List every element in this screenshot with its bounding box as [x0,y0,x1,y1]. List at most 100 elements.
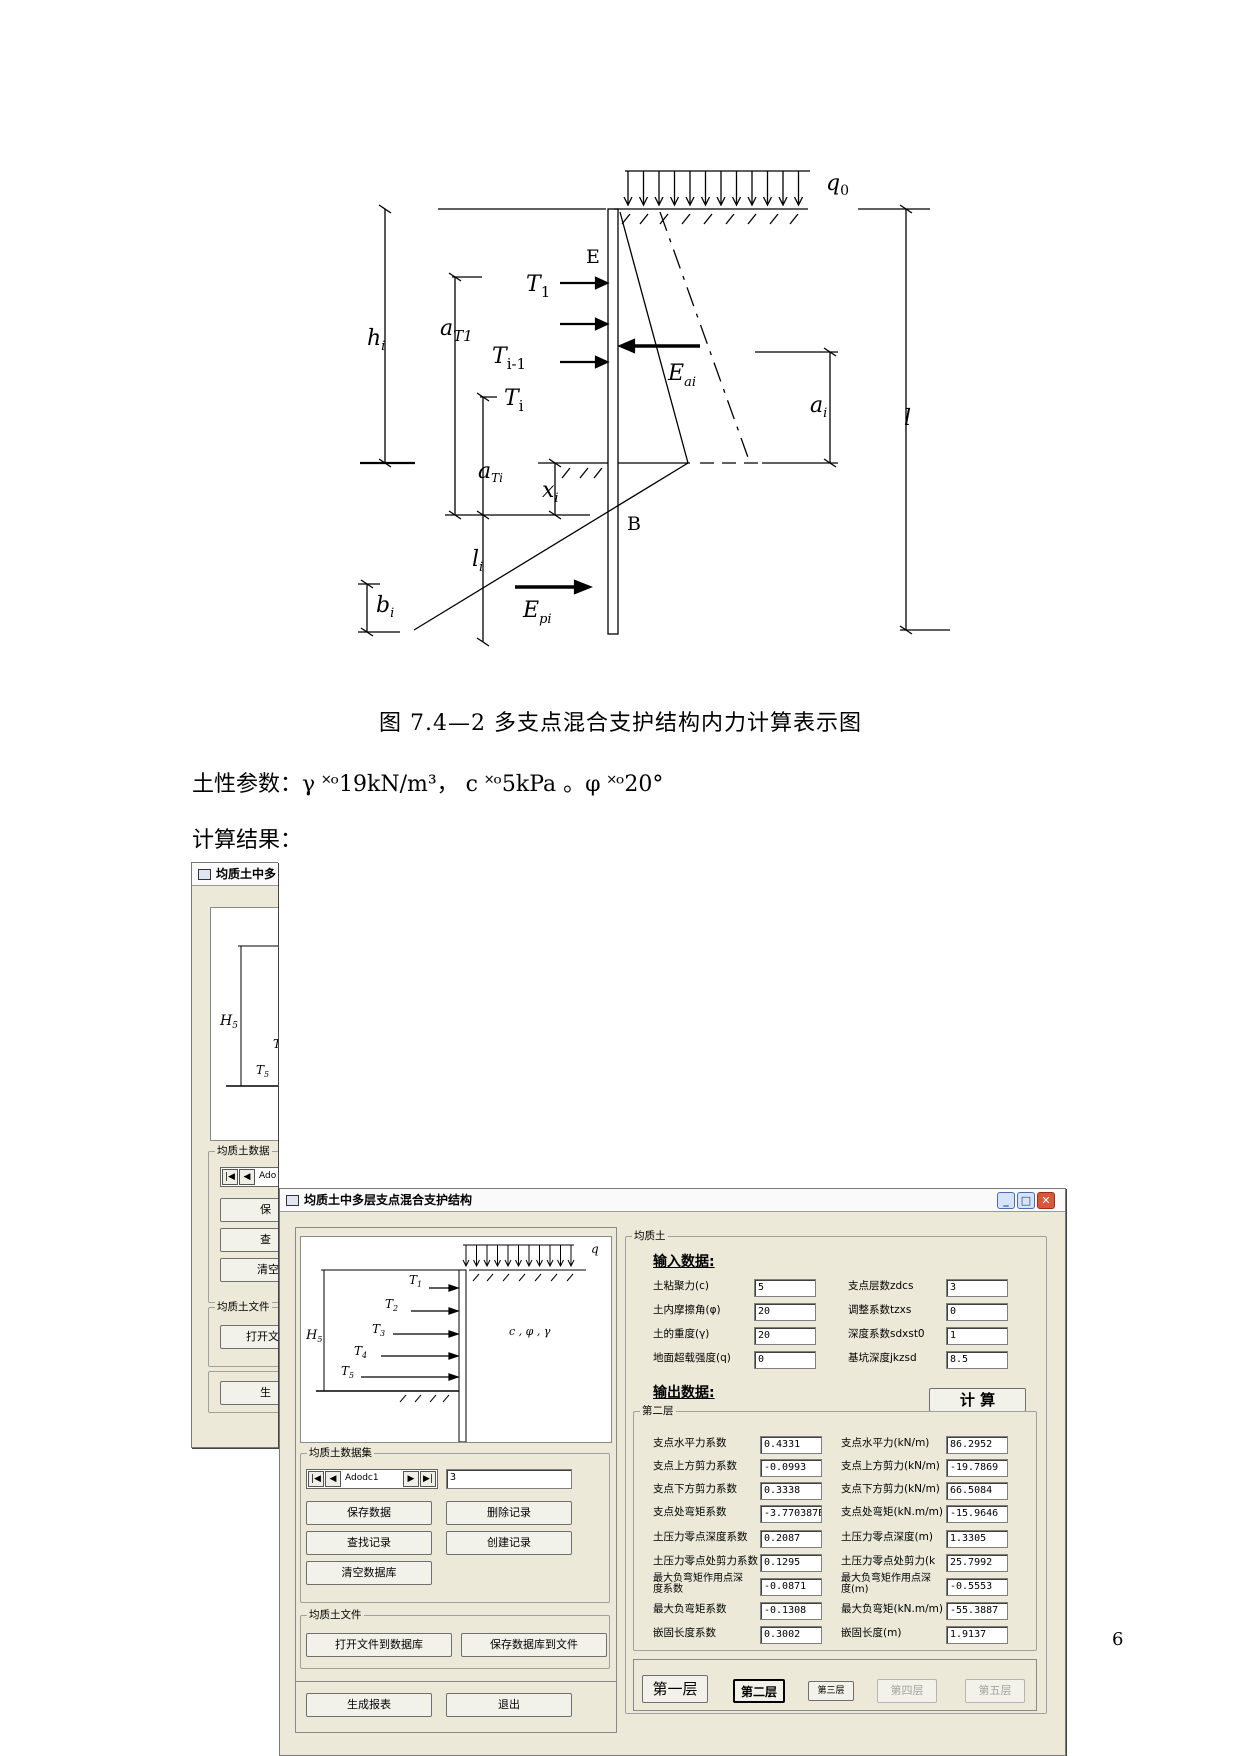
minimize-icon[interactable]: _ [997,1192,1015,1209]
input-field[interactable]: 0 [754,1351,816,1369]
layer-five-button[interactable]: 第五层 [965,1679,1025,1703]
output-field[interactable]: -0.0993 [760,1459,822,1477]
output-field[interactable]: 0.1295 [760,1554,822,1572]
output-field[interactable]: 1.3305 [946,1530,1008,1548]
prev-record-icon[interactable]: ◀ [239,1169,255,1185]
back-diagram-canvas: H5 T T5 [210,907,278,1141]
layer-two-frame-label: 第二层 [640,1404,676,1418]
svg-text:bi: bi [376,593,394,621]
output-field[interactable]: 0.3338 [760,1482,822,1500]
open-file-button[interactable]: 打开文件到数据库 [306,1633,452,1657]
calculate-button[interactable]: 计 算 [929,1388,1026,1412]
input-label: 深度系数sdxst0 [848,1328,925,1340]
back-window-titlebar[interactable]: 均质土中多 [192,863,278,886]
label-q0: q [826,171,840,196]
output-label: 土压力零点深度(m) [841,1531,933,1543]
output-field[interactable]: -55.3887 [946,1602,1008,1620]
generate-report-button[interactable]: 生成报表 [306,1693,432,1717]
app-icon [286,1195,299,1206]
output-field[interactable]: -0.1308 [760,1602,822,1620]
layer-four-button[interactable]: 第四层 [877,1679,937,1703]
create-record-button[interactable]: 创建记录 [446,1531,572,1555]
input-field[interactable]: 5 [754,1279,816,1297]
output-field[interactable]: -0.0871 [760,1578,822,1596]
homogeneous-soil-frame-label: 均质土 [632,1229,668,1243]
output-field[interactable]: -0.5553 [946,1578,1008,1596]
input-label: 调整系数tzxs [848,1304,912,1316]
diagram-t4: T [354,1344,363,1358]
close-icon[interactable]: ✕ [1037,1192,1055,1209]
svg-text:Eai: Eai [667,361,696,390]
output-field[interactable]: -15.9646 [946,1505,1008,1523]
next-record-icon[interactable]: ▶ [403,1471,419,1487]
svg-text:T1: T1 [526,272,550,301]
wall-diagram: q H5 c , φ , γ T1 T2 T3 T4 T5 [305,1242,599,1443]
layer-three-button[interactable]: 第三层 [808,1681,854,1701]
layer-one-button[interactable]: 第一层 [642,1675,708,1703]
back-adodc-navigator[interactable]: |◀ ◀ Ado [220,1167,278,1187]
back-open-button[interactable]: 打开文 [220,1325,278,1349]
label-Epi-sub: pi [539,612,551,627]
output-field[interactable]: 0.3002 [760,1626,822,1644]
delete-record-button[interactable]: 删除记录 [446,1501,572,1525]
output-field[interactable]: 0.4331 [760,1436,822,1454]
find-record-button[interactable]: 查找记录 [306,1531,432,1555]
label-Ti: T [504,386,521,411]
back-file-frame: 均质土文件 [208,1300,278,1367]
prev-record-icon[interactable]: ◀ [325,1471,341,1487]
input-label: 土的重度(γ) [653,1328,710,1340]
exit-button[interactable]: 退出 [446,1693,572,1717]
input-field[interactable]: 1 [946,1327,1008,1345]
maximize-icon[interactable]: □ [1017,1192,1035,1209]
output-field[interactable]: 66.5084 [946,1482,1008,1500]
layer-two-button[interactable]: 第二层 [733,1679,785,1703]
back-generate-button[interactable]: 生 [220,1381,278,1405]
clear-database-button[interactable]: 清空数据库 [306,1561,432,1585]
input-label: 支点层数zdcs [848,1280,914,1292]
svg-text:Epi: Epi [522,598,552,627]
main-window-titlebar[interactable]: 均质土中多层支点混合支护结构 _ □ ✕ [280,1189,1065,1212]
output-label: 支点处弯矩(kN.m/m) [841,1506,943,1518]
output-field[interactable]: 1.9137 [946,1626,1008,1644]
input-label: 地面超载强度(q) [653,1352,731,1364]
input-field[interactable]: 20 [754,1303,816,1321]
output-field[interactable]: 25.7992 [946,1554,1008,1572]
svg-text:T1: T1 [409,1273,422,1289]
label-ai: a [810,393,823,418]
label-T1: T [526,272,543,297]
output-label: 支点上方剪力(kN/m) [841,1460,940,1472]
last-record-icon[interactable]: ▶| [420,1471,436,1487]
result-label: 计算结果： [192,828,303,853]
navigator-caption: Adodc1 [345,1473,379,1483]
save-data-button[interactable]: 保存数据 [306,1501,432,1525]
input-field[interactable]: 20 [754,1327,816,1345]
adodc-navigator[interactable]: |◀ ◀ Adodc1 ▶ ▶| [306,1469,438,1489]
input-field[interactable]: 3 [946,1279,1008,1297]
back-find-button[interactable]: 查 [220,1228,278,1252]
output-field[interactable]: -3.770387E- [760,1505,822,1523]
label-Ti-sub: i [519,397,524,415]
homogeneous-soil-frame: 均质土 [625,1229,1047,1714]
output-label: 支点水平力系数 [653,1437,727,1449]
save-to-file-button[interactable]: 保存数据库到文件 [461,1633,607,1657]
output-field[interactable]: 0.2087 [760,1530,822,1548]
back-save-button[interactable]: 保 [220,1198,278,1222]
input-field[interactable]: 8.5 [946,1351,1008,1369]
diagram-t2: T [385,1297,394,1311]
back-nav-caption: Ado [259,1171,277,1181]
output-label: 支点下方剪力系数 [653,1483,737,1495]
dataset-frame-label: 均质土数据集 [307,1446,374,1460]
output-field[interactable]: -19.7869 [946,1459,1008,1477]
app-icon [198,869,211,880]
output-label: 支点水平力(kN/m) [841,1437,930,1449]
output-label: 最大负弯矩作用点深度系数 [653,1573,743,1595]
label-aTi-sub: Ti [491,471,503,485]
first-record-icon[interactable]: |◀ [308,1471,324,1487]
first-record-icon[interactable]: |◀ [222,1169,238,1185]
record-field[interactable]: 3 [446,1469,572,1489]
label-Eai: E [667,361,684,386]
output-label: 土压力零点处剪力(k [841,1555,936,1567]
back-clear-button[interactable]: 清空 [220,1258,278,1282]
input-field[interactable]: 0 [946,1303,1008,1321]
output-field[interactable]: 86.2952 [946,1436,1008,1454]
